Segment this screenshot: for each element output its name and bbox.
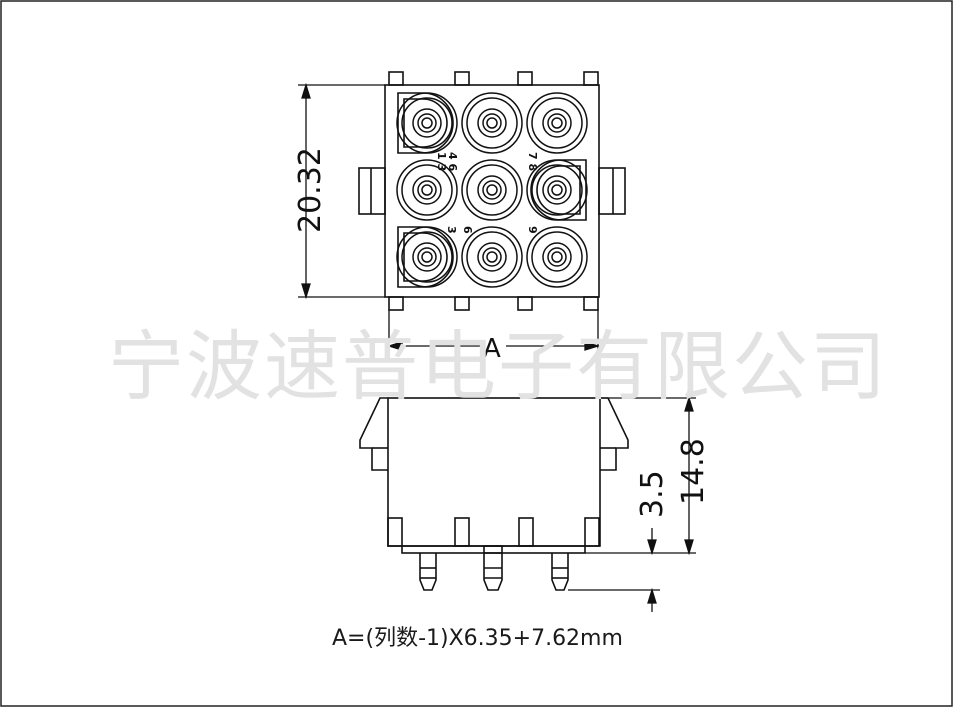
- pin-label-78: 7 8: [526, 152, 539, 171]
- pin-label-6: 6: [461, 226, 474, 234]
- dimension-side-height: [585, 395, 696, 556]
- pin-left: [419, 553, 437, 591]
- cavity-9: [526, 226, 588, 288]
- dimension-height-top-label: 20.32: [293, 147, 328, 233]
- connector-body-side: [387, 397, 601, 547]
- pin-middle: [483, 553, 503, 591]
- latch-left: [358, 167, 386, 215]
- cavity-6: [526, 159, 588, 221]
- pin-right: [551, 553, 569, 591]
- pin-label-9: 9: [526, 226, 539, 234]
- cavity-1: [396, 92, 458, 154]
- dimension-height-top: [298, 82, 385, 300]
- cavity-grid: [396, 92, 588, 288]
- dimension-pin-length: [568, 528, 660, 612]
- cavity-5: [461, 159, 523, 221]
- dimension-width-label: A: [483, 334, 501, 364]
- latch-right: [598, 167, 626, 215]
- cavity-4: [396, 159, 458, 221]
- side-view: [359, 397, 629, 591]
- pin-label-46: 4 6: [446, 152, 459, 171]
- cavity-7: [396, 226, 458, 288]
- cavity-2: [461, 92, 523, 154]
- pin-label-3: 3: [445, 226, 458, 234]
- top-view: [358, 71, 626, 311]
- connector-body-top: [384, 84, 600, 298]
- pin-label-13: 1 3: [435, 152, 448, 171]
- dimension-side-height-label: 14.8: [676, 438, 711, 505]
- cavity-3: [526, 92, 588, 154]
- cavity-8: [461, 226, 523, 288]
- dimension-pin-length-label: 3.5: [635, 470, 670, 518]
- width-formula: A=(列数-1)X6.35+7.62mm: [332, 626, 623, 651]
